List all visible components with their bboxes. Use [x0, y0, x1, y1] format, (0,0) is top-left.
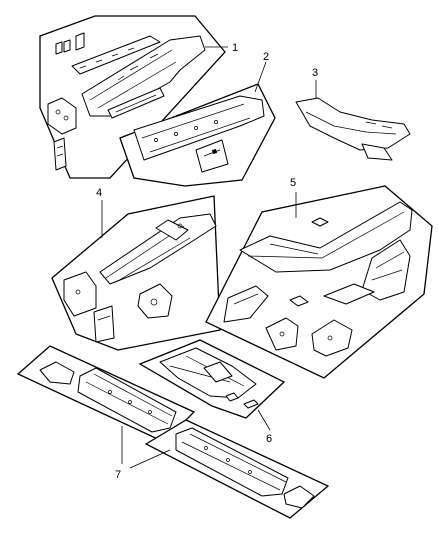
callout-7: 7	[115, 469, 121, 481]
group-4-panel: 4	[51, 187, 221, 351]
frame-rail-part	[71, 35, 206, 119]
callout-5: 5	[290, 177, 296, 189]
side-sill-part	[223, 201, 413, 357]
callout-3: 3	[312, 67, 318, 79]
group-6-panel: 6	[138, 339, 286, 445]
callout-2: 2	[263, 51, 269, 63]
rear-floor-rail-part	[39, 361, 177, 433]
tunnel-crossmember-part	[159, 347, 259, 409]
callout-6: 6	[266, 433, 272, 445]
group-5-panel: 5	[205, 177, 433, 379]
group-7-panel-lower: 7	[115, 419, 330, 519]
mounting-bracket-part	[47, 97, 77, 171]
rear-rail-part	[63, 213, 217, 343]
group-2-panel: 2	[119, 51, 276, 187]
callout-1: 1	[232, 42, 238, 54]
group-3-part: 3	[295, 67, 411, 161]
floor-crossmember-part	[133, 95, 265, 173]
group-1-panel: 1	[39, 15, 238, 179]
callout-4: 4	[96, 187, 102, 199]
front-floor-rail-part	[175, 427, 315, 509]
group-7-panel-upper	[16, 345, 196, 443]
small-bracket-part	[55, 32, 85, 55]
